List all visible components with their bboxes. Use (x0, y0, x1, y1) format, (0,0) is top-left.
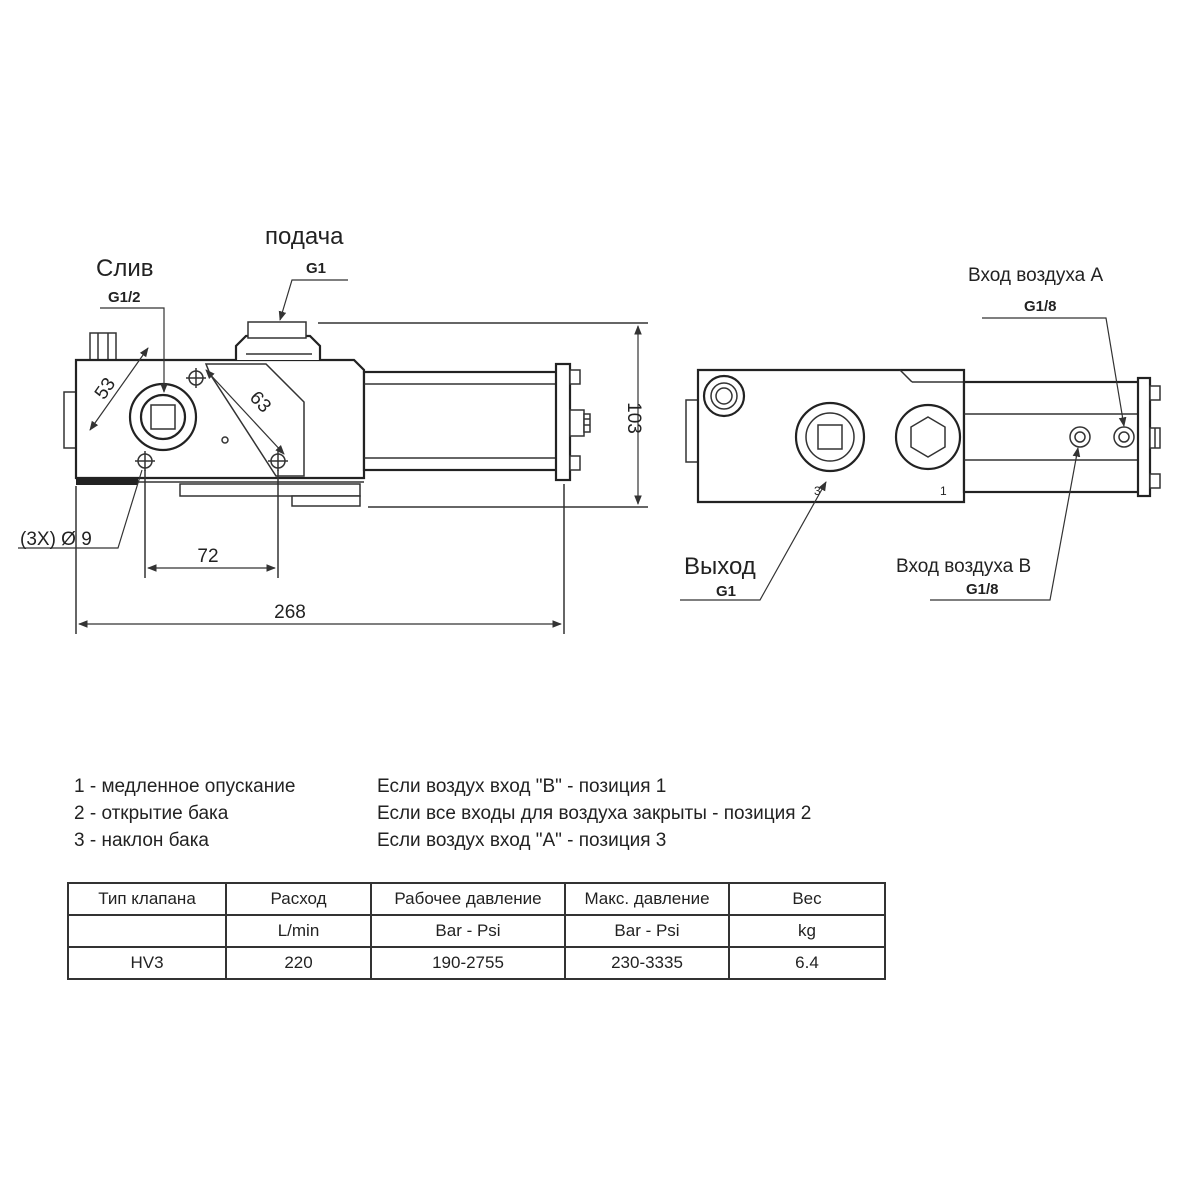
output-thread-label: G1 (716, 583, 736, 600)
header-max-pressure: Макс. давление (564, 882, 730, 916)
supply-thread-label: G1 (306, 260, 326, 277)
spec-table: Тип клапана Расход Рабочее давление Макс… (67, 882, 886, 980)
output-label: Выход (684, 553, 756, 580)
unit-cell: Bar - Psi (564, 914, 730, 948)
base-strip (76, 478, 138, 485)
drain-leader (100, 307, 168, 393)
table-cell: HV3 (67, 946, 227, 980)
legend-position-label: 3 - наклон бака (74, 829, 209, 851)
unit-cell: Bar - Psi (370, 914, 566, 948)
supply-label: подача (265, 223, 344, 250)
unit-cell (67, 914, 227, 948)
top-stub (89, 332, 117, 362)
table-header-row: Тип клапана Расход Рабочее давление Макс… (67, 882, 886, 916)
table-cell: 190-2755 (370, 946, 566, 980)
mounting-hole-1 (186, 368, 206, 388)
air-fitting (569, 409, 585, 437)
mark-3-label: 3 (814, 484, 821, 498)
drain-label: Слив (96, 255, 154, 282)
mark-1-label: 1 (940, 484, 947, 498)
air-a-thread-label: G1/8 (1024, 298, 1057, 315)
unit-cell: L/min (225, 914, 372, 948)
legend-position-label: 2 - открытие бака (74, 802, 229, 824)
drain-thread-label: G1/2 (108, 289, 141, 306)
table-cell: 220 (225, 946, 372, 980)
supply-port-nipple (247, 321, 307, 339)
side-view: 53 63 103 72 268 (3X) Ø 9 Слив G1/2 пода… (18, 223, 648, 634)
legend-row: 2 - открытие бака Если все входы для воз… (74, 800, 914, 827)
mounting-hole-2 (135, 451, 155, 471)
legend-condition-label: Если все входы для воздуха закрыты - поз… (377, 802, 812, 824)
output-port-square (817, 424, 843, 450)
position-legend: 1 - медленное опускание Если воздух вход… (74, 773, 914, 854)
header-weight: Вес (728, 882, 886, 916)
unit-cell: kg (728, 914, 886, 948)
holes-label: (3X) Ø 9 (20, 529, 92, 550)
cylinder (362, 370, 566, 472)
air-a-label: Вход воздуха А (968, 265, 1104, 286)
supply-leader (278, 279, 348, 321)
air-a-leader (982, 317, 1127, 427)
dim-53-line (89, 347, 149, 431)
air-b-thread-label: G1/8 (966, 581, 999, 598)
table-cell: 6.4 (728, 946, 886, 980)
legend-position-label: 1 - медленное опускание (74, 775, 296, 797)
output-leader (680, 481, 827, 601)
dim-103-label: 103 (623, 402, 644, 434)
top-cylinder (962, 380, 1144, 494)
table-units-row: L/min Bar - Psi Bar - Psi kg (67, 914, 886, 948)
header-working-pressure: Рабочее давление (370, 882, 566, 916)
header-valve-type: Тип клапана (67, 882, 227, 916)
holes-leader (18, 469, 143, 549)
air-b-leader (930, 447, 1081, 601)
legend-condition-label: Если воздух вход "B" - позиция 1 (377, 775, 667, 797)
table-row: HV3 220 190-2755 230-3335 6.4 (67, 946, 886, 980)
air-b-label: Вход воздуха В (896, 556, 1031, 577)
end-cap (554, 362, 572, 482)
top-view: 3 1 Выход G1 Вход воздуха А G1/8 Вход во… (680, 265, 1161, 601)
legend-row: 3 - наклон бака Если воздух вход "A" - п… (74, 827, 914, 854)
dim-268-label: 268 (274, 602, 306, 623)
dim-63-line (205, 369, 285, 455)
table-cell: 230-3335 (564, 946, 730, 980)
hex-socket (910, 416, 946, 458)
dim-72-label: 72 (197, 546, 218, 567)
header-flow: Расход (225, 882, 372, 916)
supply-port-body (234, 334, 322, 360)
legend-row: 1 - медленное опускание Если воздух вход… (74, 773, 914, 800)
legend-condition-label: Если воздух вход "A" - позиция 3 (377, 829, 667, 851)
